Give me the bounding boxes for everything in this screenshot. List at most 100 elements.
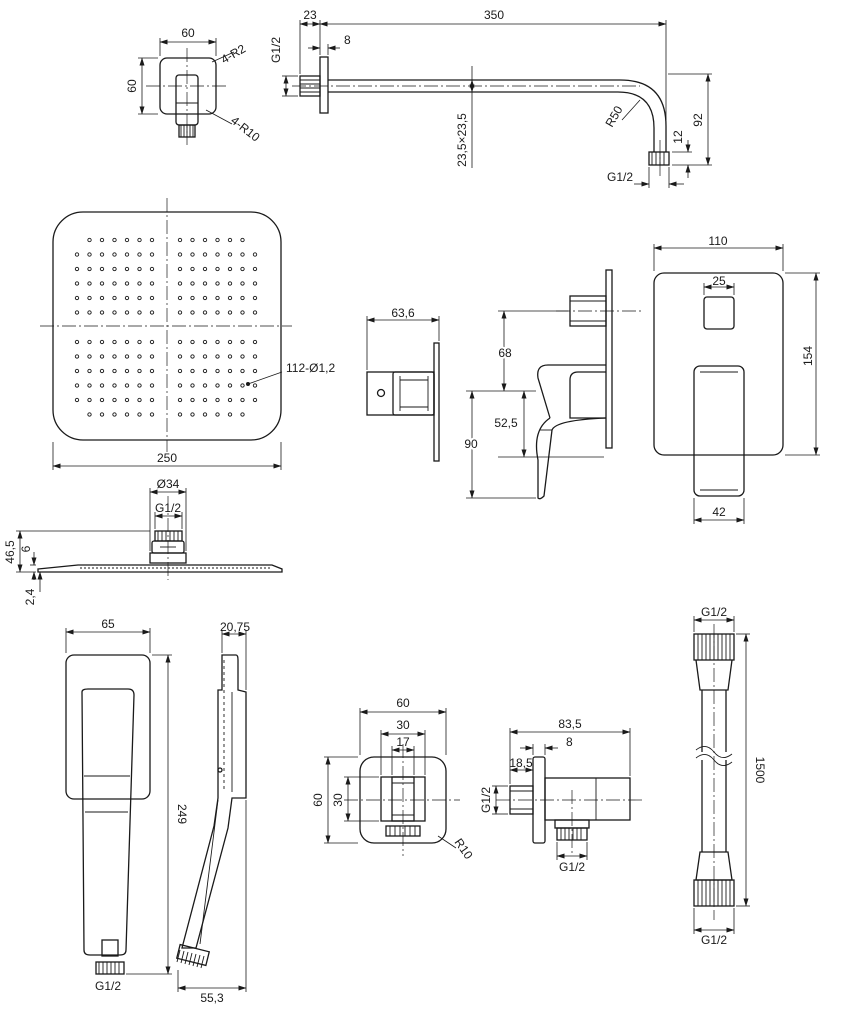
nozzle-dot [177,397,183,403]
nozzle-dot [137,281,142,286]
nozzle-dot [112,281,117,286]
label-arm-height: 92 [691,113,705,127]
nozzle-dot [177,266,183,272]
wall-outlet-side-view [492,728,644,860]
label-outlet-h: 60 [311,793,325,807]
nozzle-dot [190,310,195,315]
label-hose-thread-top: G1/2 [701,605,727,619]
mixer-front-view [653,244,820,524]
label-arm-flange-r10: 4-R10 [228,113,263,144]
nozzle-dot [137,412,142,417]
nozzle-dot [240,252,245,257]
nozzle-dot [240,383,245,388]
label-outlet-radius: R10 [452,836,476,862]
nozzle-grid [74,237,258,417]
nozzle-dot [190,295,195,301]
nozzle-dot [99,237,105,243]
nozzle-dot [202,266,208,272]
nozzle-dot [252,310,258,315]
nozzle-dot [137,310,142,315]
label-arm-thread-left: G1/2 [269,37,283,63]
nozzle-dot [149,252,155,257]
label-head-edge: 2,4 [23,588,37,605]
nozzle-dot [99,412,105,417]
nozzle-dot [149,310,155,315]
nozzle-dot [112,237,117,243]
nozzle-dot [112,295,117,301]
label-outlet-len: 83,5 [558,717,582,731]
nozzle-dot [215,368,220,374]
nozzle-dot [87,281,92,286]
label-head-width: 250 [157,451,177,465]
nozzle-dot [202,281,208,286]
nozzle-dot [137,354,142,359]
label-mixer-plate-h: 154 [801,346,815,366]
nozzle-dot [215,397,220,403]
nozzle-dot [252,368,258,374]
nozzle-dot [202,310,208,315]
nozzle-dot [177,252,183,257]
mixer-profile-view [466,269,642,500]
label-hand-w: 65 [101,617,115,631]
nozzle-dot [240,266,245,272]
label-mixer-handle-w: 42 [712,505,726,519]
nozzle-dot [177,339,183,345]
nozzle-dot [137,266,142,272]
nozzle-dot [190,354,195,359]
nozzle-dot [99,339,105,345]
nozzle-dot [227,383,233,388]
nozzle-dot [190,383,195,388]
nozzle-dot [240,295,245,301]
nozzle-dot [215,237,220,243]
nozzle-dot [137,237,142,243]
shower-head-side-view [16,488,283,592]
nozzle-dot [99,310,105,315]
hand-shower-side-view [175,630,247,992]
nozzle-dot [190,397,195,403]
nozzle-dot [87,237,92,243]
nozzle-dot [202,354,208,359]
arm-flange-front-view [138,38,235,145]
label-mixer-v1: 68 [498,346,512,360]
nozzle-dot [227,368,233,374]
nozzle-dot [252,266,258,272]
label-head-thin: 6 [19,545,33,552]
label-head-neck-d: Ø34 [157,477,180,491]
nozzle-dot [149,266,155,272]
nozzle-dot [87,412,92,417]
mixer-side-view [366,316,440,462]
nozzle-dot [240,339,245,345]
nozzle-dot [215,281,220,286]
nozzle-dot [202,252,208,257]
nozzle-dot [177,354,183,359]
nozzle-dot [215,412,220,417]
nozzle-dot [149,339,155,345]
nozzle-dot [177,310,183,315]
nozzle-dot [190,266,195,272]
nozzle-dot [227,281,233,286]
nozzle-dot [124,310,130,315]
nozzle-dot [124,397,130,403]
nozzle-dot [252,295,258,301]
nozzle-dot [202,383,208,388]
label-arm-flange-w: 60 [181,26,195,40]
nozzle-dot [87,339,92,345]
nozzle-dot [87,266,92,272]
nozzle-dot [112,266,117,272]
label-hose-len: 1500 [753,757,767,784]
label-head-nozzles: 112-Ø1,2 [286,361,335,375]
nozzle-dot [177,237,183,243]
nozzle-dot [137,368,142,374]
label-outlet-h-inner: 30 [331,793,345,807]
nozzle-dot [240,354,245,359]
nozzle-dot [124,383,130,388]
nozzle-dot [252,281,258,286]
label-outlet-inner: 30 [396,718,410,732]
label-arm-thread-right: G1/2 [607,170,633,184]
nozzle-dot [149,412,155,417]
label-head-height: 46,5 [3,540,17,564]
nozzle-dot [99,266,105,272]
nozzle-dot [74,281,80,286]
nozzle-dot [74,252,80,257]
